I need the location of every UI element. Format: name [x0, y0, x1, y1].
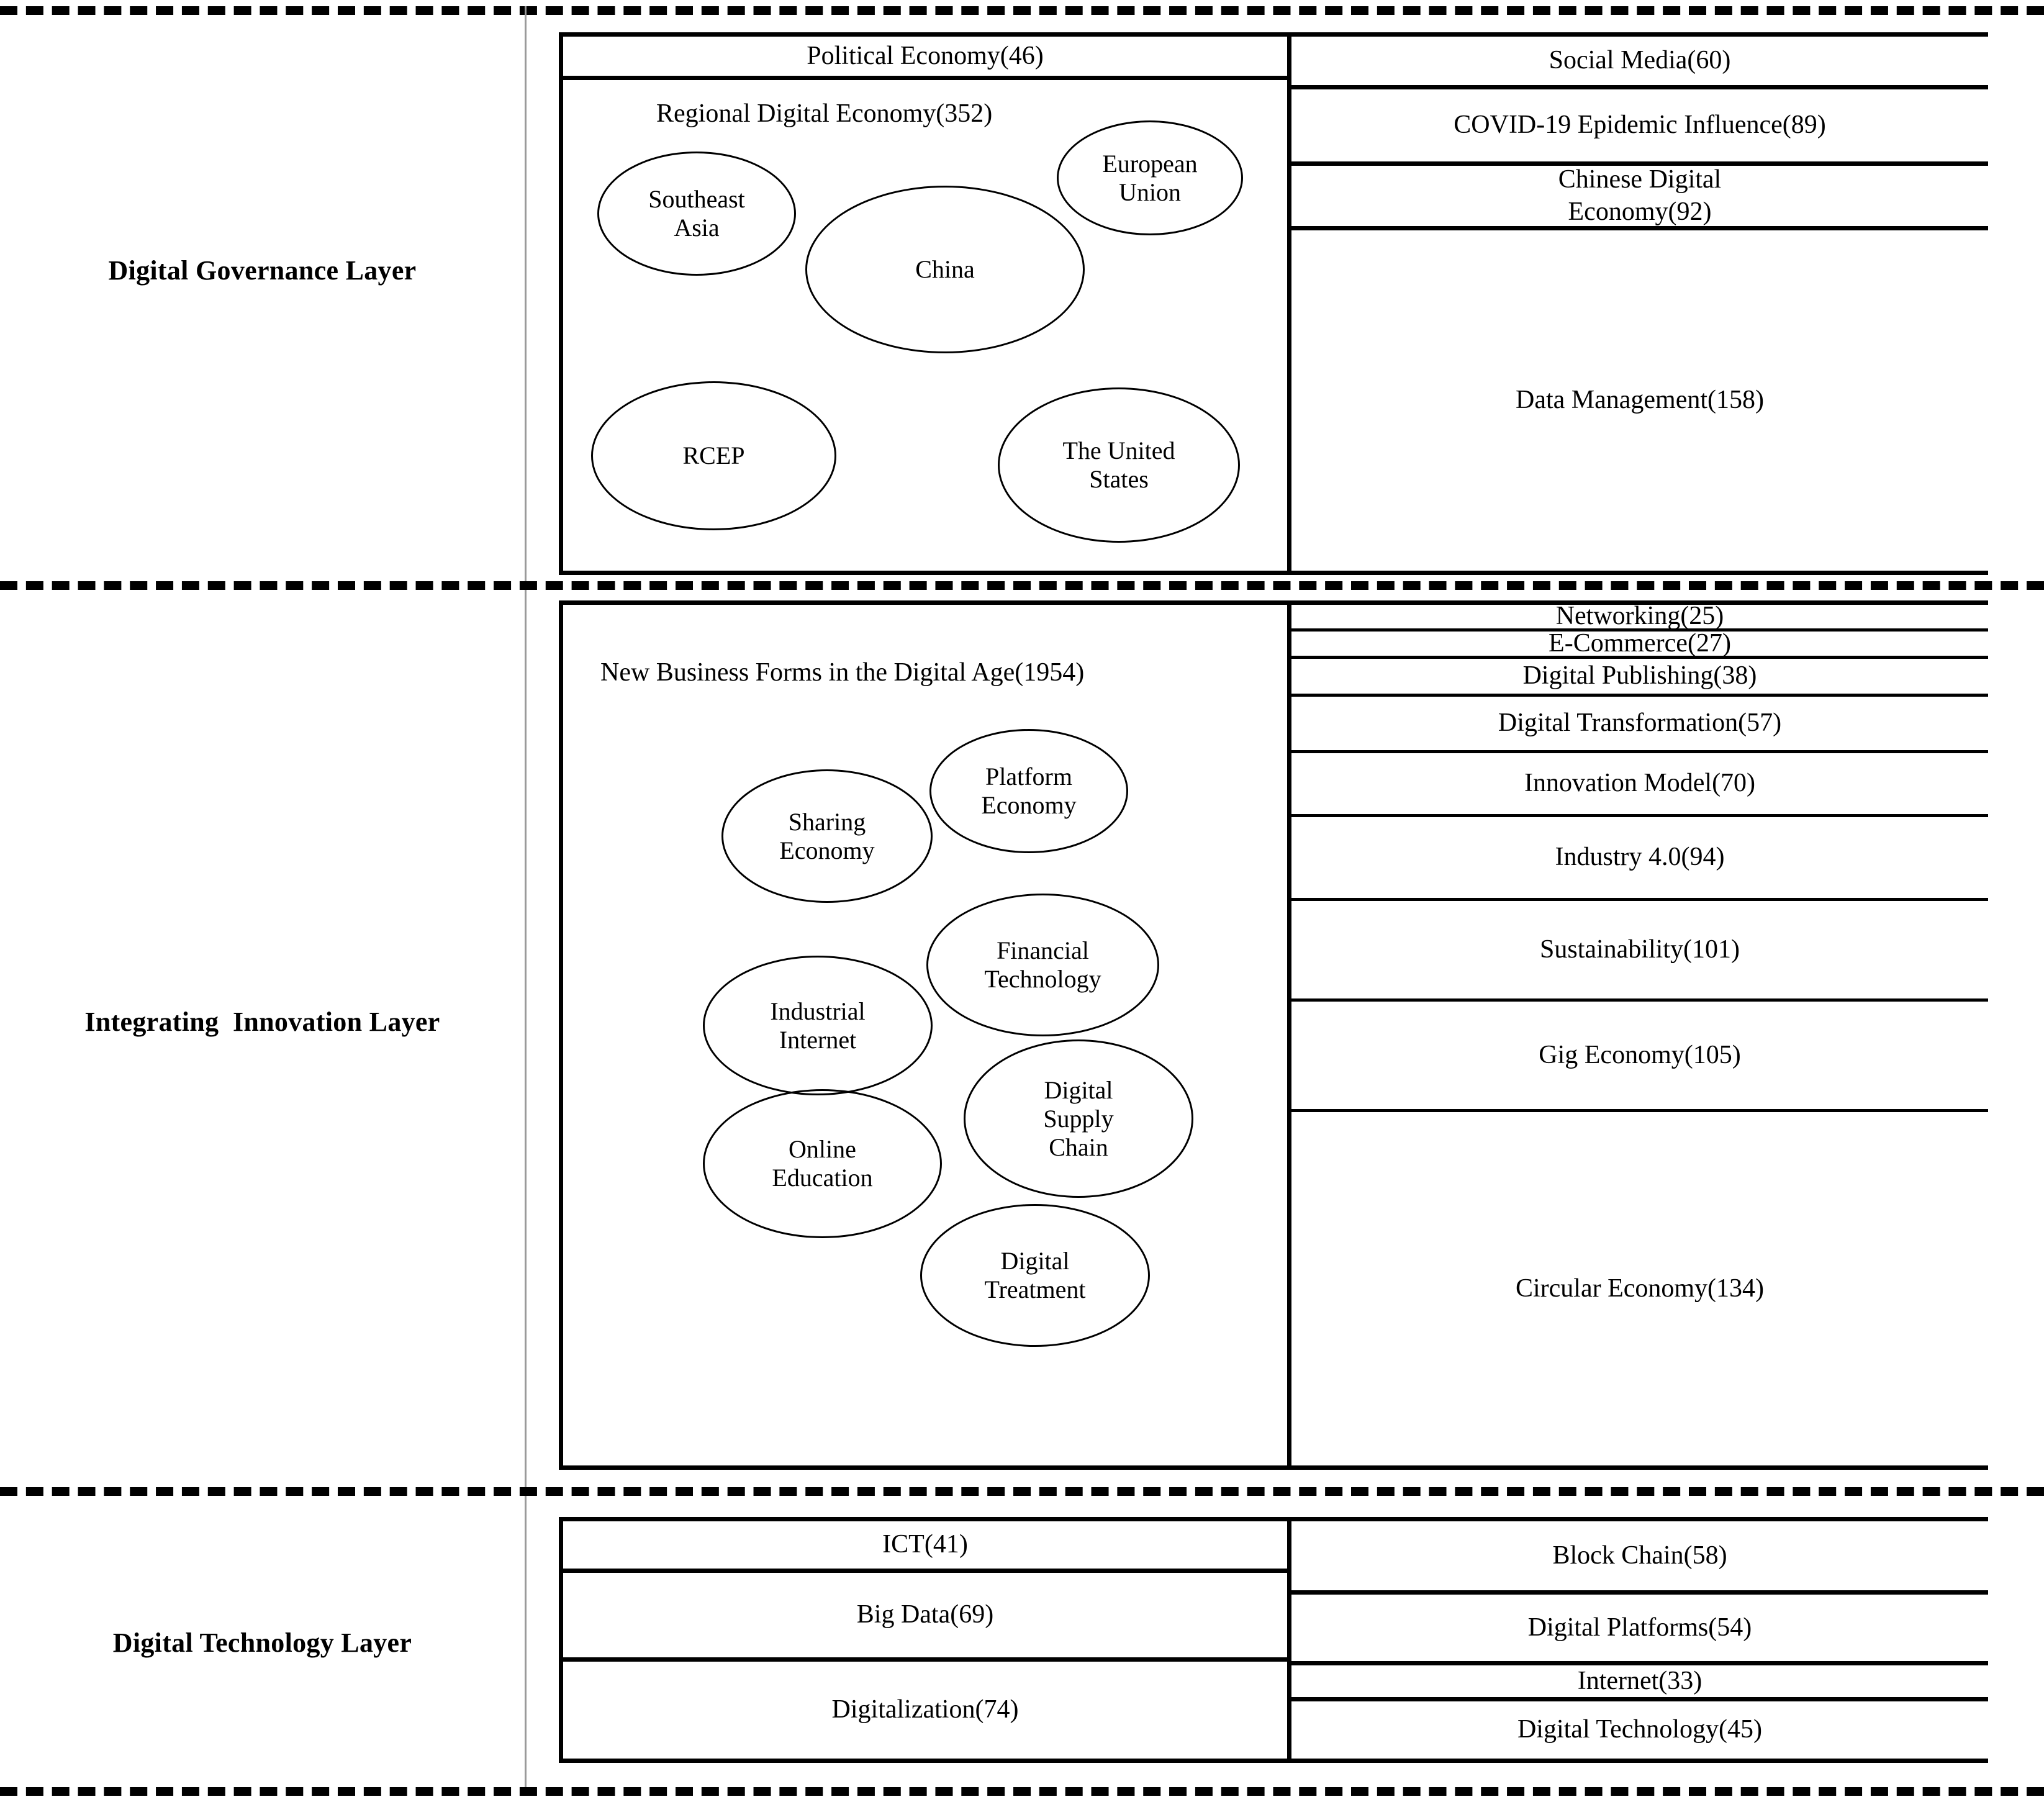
technology-right-row-digital-platforms[interactable]: Digital Platforms(54) [1291, 1595, 1988, 1665]
technology-right-row-block-chain[interactable]: Block Chain(58) [1291, 1521, 1988, 1595]
integrating-right-row-digital-transformation[interactable]: Digital Transformation(57) [1291, 697, 1988, 753]
cluster-node-industrial-internet[interactable]: Industrial Internet [703, 956, 933, 1095]
cluster-node-label: European Union [1102, 149, 1198, 206]
technology-right-row-digital-technology[interactable]: Digital Technology(45) [1291, 1701, 1988, 1759]
integrating-column-split [1287, 605, 1291, 1465]
governance-right-row-covid-19[interactable]: COVID-19 Epidemic Influence(89) [1291, 89, 1988, 166]
cluster-node-label: Digital Supply Chain [1043, 1075, 1114, 1161]
cluster-node-southeast-asia[interactable]: Southeast Asia [597, 152, 796, 276]
cluster-node-label: Sharing Economy [779, 807, 875, 864]
cluster-node-sharing-economy[interactable]: Sharing Economy [721, 769, 933, 903]
cluster-node-online-education[interactable]: Online Education [703, 1089, 942, 1238]
cluster-node-european-union[interactable]: European Union [1057, 120, 1243, 235]
integrating-right-row-networking[interactable]: Networking(25) [1291, 602, 1988, 632]
layer-separator-2 [0, 1487, 2044, 1496]
technology-left-row-digitalization[interactable]: Digitalization(74) [563, 1662, 1287, 1759]
integrating-right-row-digital-publishing[interactable]: Digital Publishing(38) [1291, 659, 1988, 697]
integrating-right-row-sustainability[interactable]: Sustainability(101) [1291, 901, 1988, 1002]
integrating-right-row-gig-economy[interactable]: Gig Economy(105) [1291, 1002, 1988, 1112]
integrating-right-row-e-commerce[interactable]: E-Commerce(27) [1291, 629, 1988, 659]
layer-separator-bottom [0, 1787, 2044, 1796]
governance-right-row-data-management[interactable]: Data Management(158) [1291, 230, 1988, 571]
technology-column-split [1287, 1521, 1291, 1759]
cluster-node-label: Platform Economy [981, 763, 1077, 819]
layer-label-digital-technology: Digital Technology Layer [112, 1627, 412, 1658]
cluster-node-label: Online Education [772, 1135, 873, 1192]
cluster-node-label: The United States [1062, 437, 1175, 493]
technology-left-row-ict[interactable]: ICT(41) [563, 1521, 1287, 1573]
cluster-node-label: Southeast Asia [648, 185, 745, 242]
integrating-right-row-innovation-model[interactable]: Innovation Model(70) [1291, 753, 1988, 817]
layer-label-digital-governance: Digital Governance Layer [108, 255, 417, 286]
cluster-node-label: Industrial Internet [770, 997, 866, 1054]
technology-left-row-big-data[interactable]: Big Data(69) [563, 1573, 1287, 1662]
cluster-node-label: Financial Technology [984, 936, 1101, 993]
label-divider-integrating [525, 590, 527, 1487]
governance-group-box: Political Economy(46) Regional Digital E… [559, 32, 1988, 575]
cluster-node-the-united-states[interactable]: The United States [998, 387, 1240, 543]
governance-right-row-social-media[interactable]: Social Media(60) [1291, 37, 1988, 89]
cluster-title-new-business-forms: New Business Forms in the Digital Age(19… [600, 658, 1085, 687]
cluster-node-digital-supply-chain[interactable]: Digital Supply Chain [964, 1039, 1193, 1198]
layer-separator-top [0, 6, 2044, 15]
integrating-group-box: New Business Forms in the Digital Age(19… [559, 600, 1988, 1470]
governance-left-row-political-economy[interactable]: Political Economy(46) [563, 37, 1287, 80]
layer-label-integrating-innovation: Integrating Innovation Layer [84, 1006, 440, 1037]
cluster-node-financial-technology[interactable]: Financial Technology [926, 894, 1159, 1036]
integrating-right-row-industry-4-0[interactable]: Industry 4.0(94) [1291, 817, 1988, 901]
technology-right-row-internet[interactable]: Internet(33) [1291, 1665, 1988, 1701]
label-divider-governance [525, 6, 527, 581]
cluster-node-label: Digital Treatment [984, 1247, 1086, 1303]
layer-separator-1 [0, 581, 2044, 590]
integrating-right-row-circular-economy[interactable]: Circular Economy(134) [1291, 1112, 1988, 1465]
governance-column-split [1287, 37, 1291, 571]
cluster-title-regional-digital-economy: Regional Digital Economy(352) [656, 99, 993, 128]
cluster-node-label: RCEP [682, 441, 745, 469]
cluster-node-digital-treatment[interactable]: Digital Treatment [920, 1204, 1150, 1347]
label-divider-technology [525, 1496, 527, 1787]
technology-group-box: ICT(41) Big Data(69) Digitalization(74) … [559, 1517, 1988, 1763]
cluster-node-platform-economy[interactable]: Platform Economy [929, 729, 1128, 853]
cluster-node-rcep[interactable]: RCEP [591, 381, 836, 530]
governance-right-row-chinese-digital-economy[interactable]: Chinese Digital Economy(92) [1291, 165, 1988, 230]
cluster-node-label: China [915, 255, 975, 283]
cluster-node-china[interactable]: China [805, 186, 1085, 353]
